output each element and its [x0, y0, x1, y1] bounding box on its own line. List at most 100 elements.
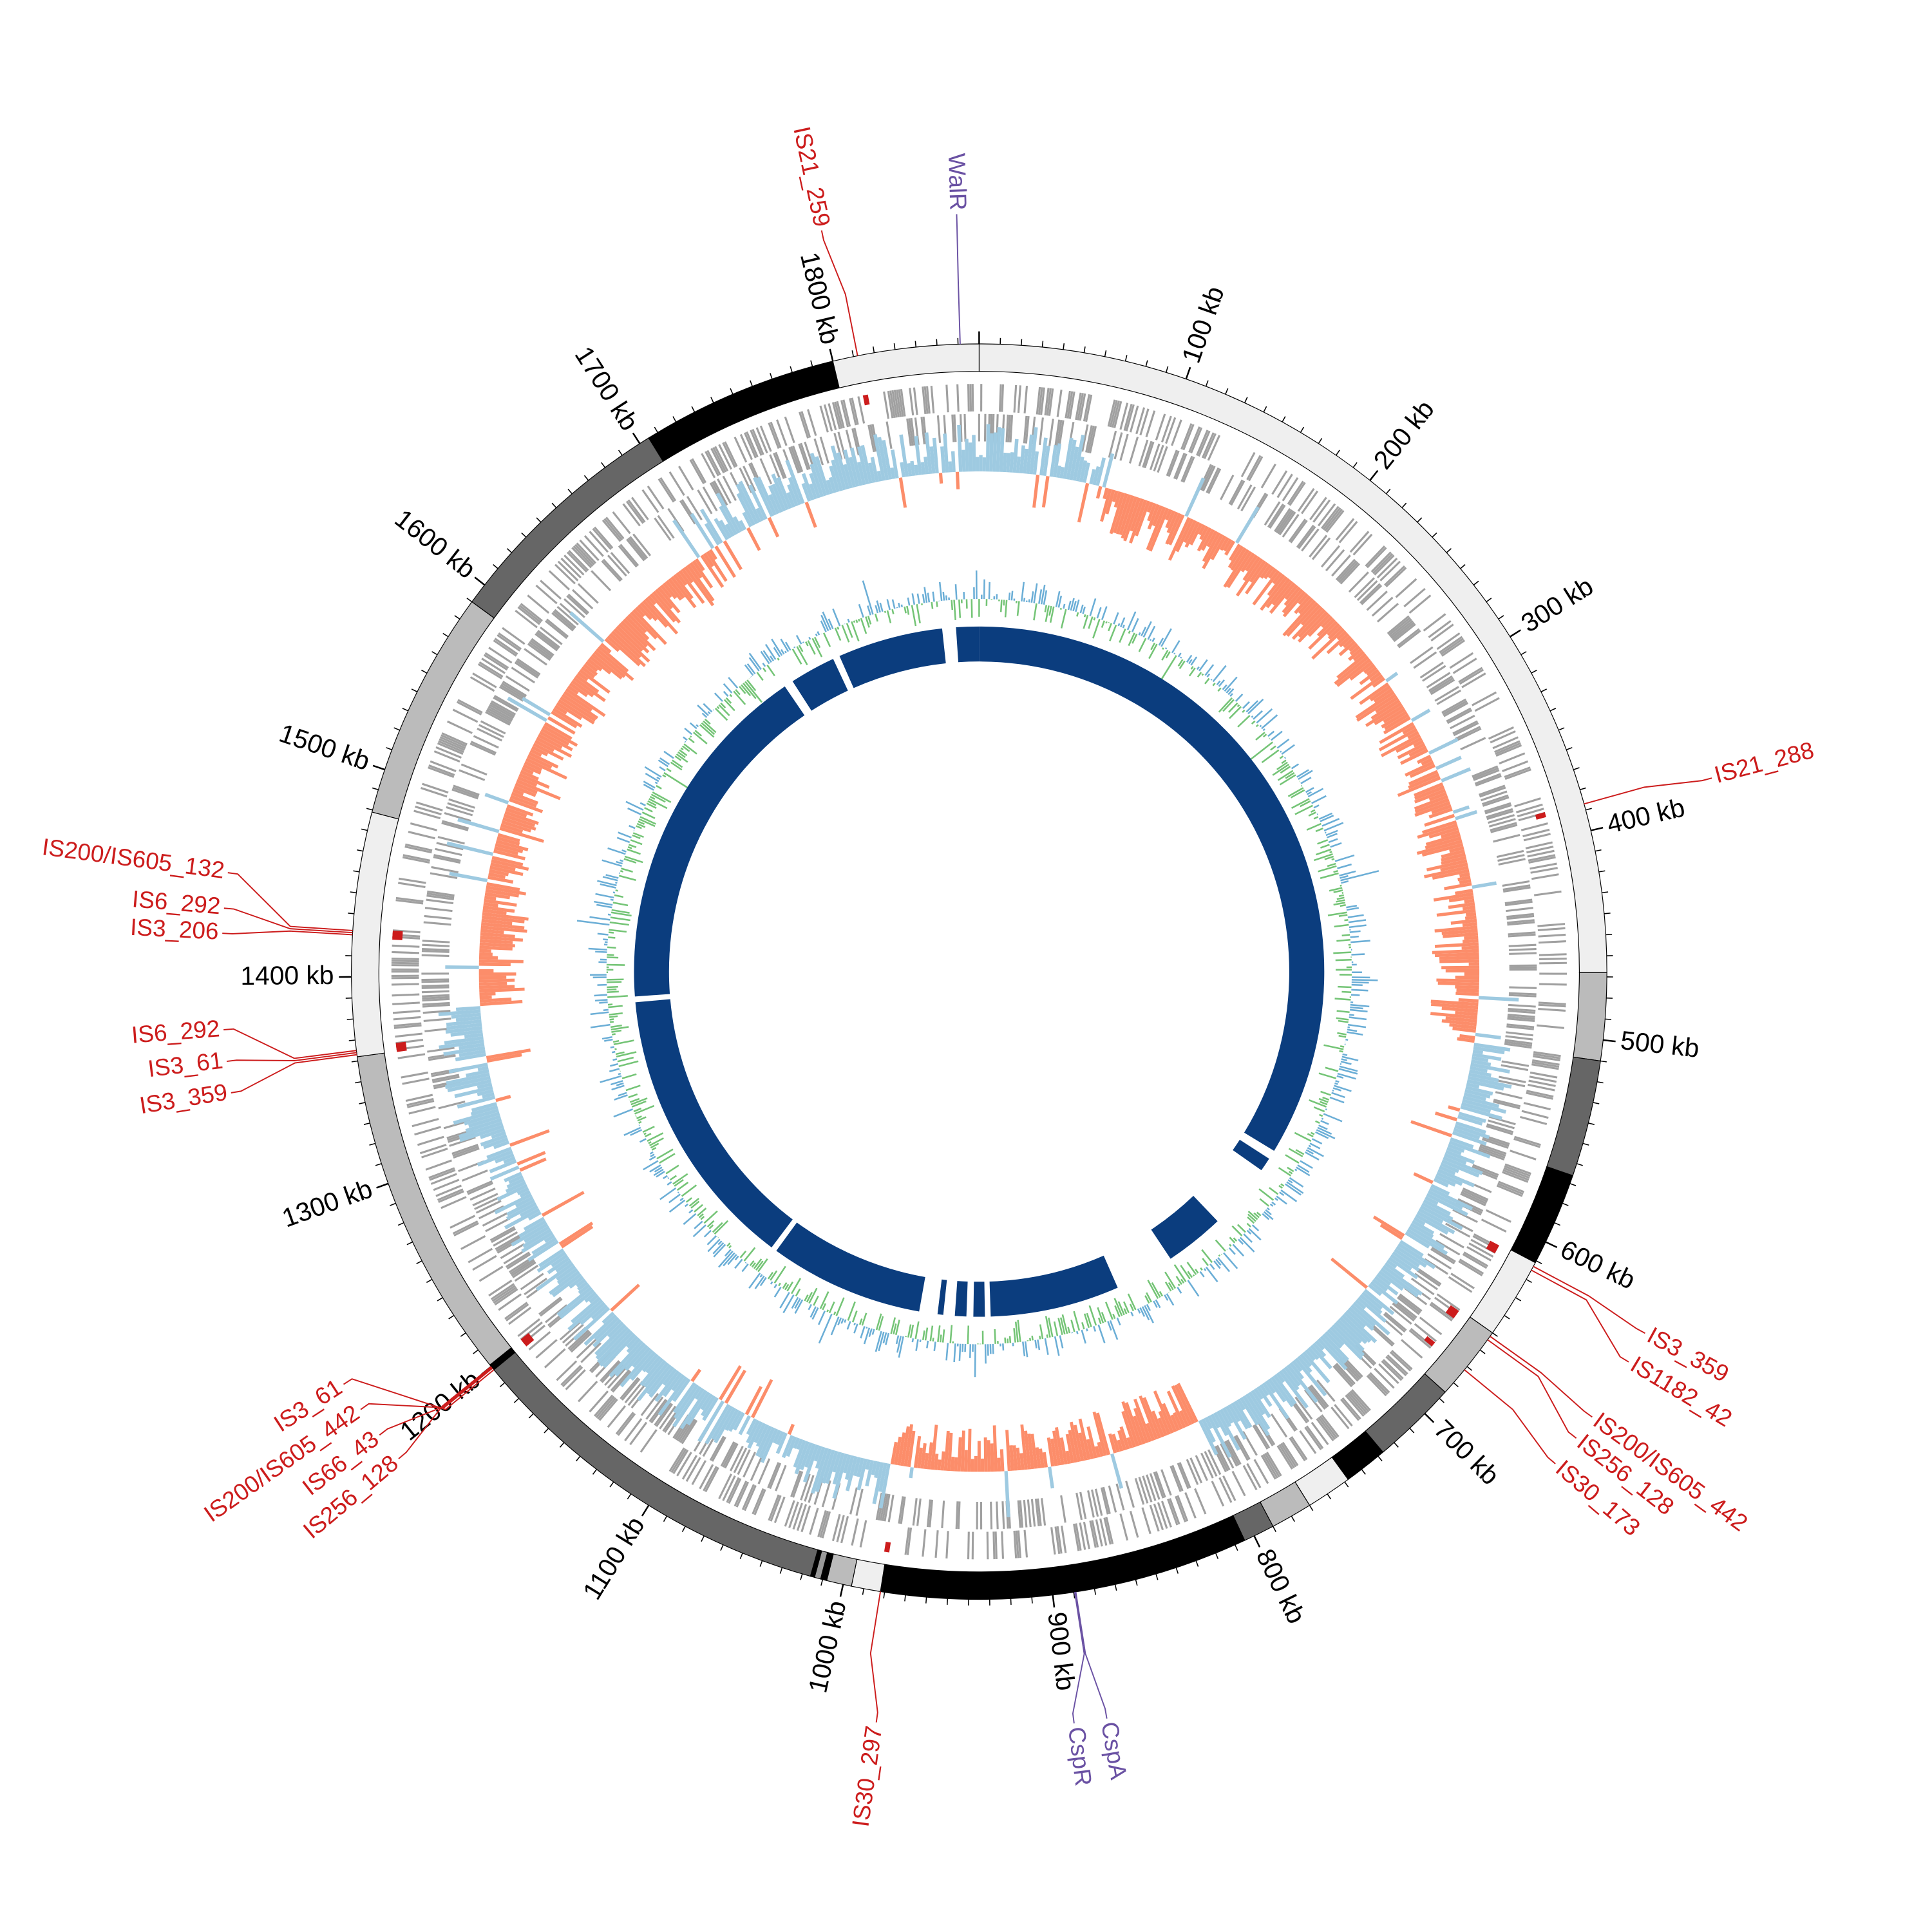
gc-content-mark — [1339, 1050, 1343, 1053]
gene-mark — [1463, 1188, 1489, 1201]
gene-mark — [482, 1212, 508, 1227]
gc-content-mark — [656, 1148, 674, 1160]
gene-mark — [1393, 623, 1416, 642]
gc-skew-positive-bar — [860, 444, 873, 484]
gc-skew-positive-bar — [519, 1189, 531, 1198]
gene-mark — [1206, 467, 1220, 493]
gc-content-mark — [1341, 1058, 1348, 1061]
gc-skew-negative-bar — [804, 501, 817, 528]
gene-mark — [1494, 740, 1520, 753]
gc-skew-positive-bar — [1327, 1328, 1345, 1347]
gene-mark — [540, 580, 562, 600]
gene-mark — [1054, 1526, 1061, 1555]
gene-mark — [527, 594, 550, 614]
gene-mark — [925, 386, 931, 414]
minor-tick — [466, 598, 473, 603]
gene-mark — [509, 1258, 535, 1275]
gene-mark — [601, 519, 621, 542]
gene-mark — [906, 418, 912, 446]
gc-skew-negative-bar — [1103, 488, 1109, 500]
gc-content-mark — [659, 1187, 677, 1200]
gc-skew-positive-bar — [518, 1220, 547, 1238]
gc-content-mark — [1150, 642, 1156, 650]
gc-skew-negative-bar — [1019, 1453, 1025, 1470]
gc-skew-positive-bar — [671, 1374, 685, 1392]
gc-skew-positive-bar — [1473, 1046, 1505, 1055]
gene-mark — [1100, 1487, 1109, 1515]
minor-tick — [1588, 1122, 1595, 1125]
major-tick — [1603, 1039, 1616, 1043]
gc-content-mark — [649, 1151, 654, 1155]
minor-tick — [355, 1081, 361, 1084]
minor-tick — [730, 388, 734, 395]
gc-skew-positive-bar — [771, 473, 790, 511]
gene-mark — [453, 784, 480, 796]
gene-mark — [431, 866, 459, 873]
gc-skew-negative-bar — [1119, 1426, 1130, 1450]
gene-mark — [1539, 953, 1567, 956]
gene-mark — [1389, 1305, 1412, 1325]
minor-tick — [350, 891, 357, 894]
minor-tick — [672, 416, 677, 422]
gc-skew-negative-bar — [1311, 627, 1345, 660]
minor-tick — [1595, 849, 1602, 852]
gene-mark — [461, 1170, 488, 1182]
gc-skew-positive-bar — [1026, 434, 1034, 474]
gene-mark — [1190, 427, 1203, 454]
gc-skew-negative-bar — [1448, 902, 1475, 909]
gc-content-mark — [1280, 1183, 1285, 1187]
gc-skew-positive-bar — [802, 1444, 819, 1483]
gene-mark — [936, 415, 942, 443]
gene-mark — [1208, 1449, 1222, 1475]
gc-skew-positive-bar — [1227, 1403, 1241, 1423]
gc-skew-positive-bar — [1452, 1131, 1487, 1146]
gene-mark — [701, 453, 716, 478]
gc-content-mark — [1322, 1096, 1330, 1101]
gc-content-mark — [1209, 1263, 1215, 1270]
gc-content-mark — [649, 1164, 661, 1173]
gene-mark — [1007, 414, 1011, 442]
gene-mark — [1403, 587, 1426, 608]
gc-skew-negative-bar — [1146, 1423, 1155, 1441]
gene-mark — [1389, 1351, 1412, 1372]
minor-tick — [493, 564, 498, 569]
gc-skew-positive-bar — [632, 1347, 651, 1368]
gc-skew-positive-bar — [715, 492, 741, 534]
gc-skew-negative-bar — [1464, 898, 1475, 904]
minor-tick — [1531, 669, 1537, 674]
gene-mark — [439, 736, 466, 750]
gene-mark — [1200, 464, 1214, 491]
gc-skew-positive-bar — [1039, 437, 1048, 476]
gc-skew-positive-bar — [1434, 1175, 1456, 1187]
gene-mark — [1504, 768, 1531, 780]
gc-content-mark — [1334, 923, 1349, 928]
gc-skew-positive-bar — [821, 1449, 835, 1484]
gene-mark — [1253, 1459, 1269, 1484]
gc-content-mark — [1101, 1312, 1106, 1323]
gc-skew-positive-bar — [504, 1171, 522, 1182]
gc-skew-positive-bar — [775, 1432, 788, 1454]
gc-content-mark — [1261, 749, 1280, 764]
minor-tick — [1282, 416, 1286, 422]
gc-content-mark — [652, 791, 672, 803]
gc-skew-positive-bar — [1052, 443, 1062, 478]
gene-mark — [545, 620, 568, 639]
gc-content-mark — [861, 1312, 867, 1326]
gene-mark — [1309, 1385, 1328, 1409]
annotation-leader-line — [1533, 1265, 1645, 1334]
gene-mark — [1321, 506, 1340, 529]
gene-mark — [790, 1470, 802, 1497]
gene-mark — [916, 1498, 922, 1526]
gene-mark — [1502, 1171, 1529, 1183]
gene-mark — [796, 1504, 808, 1531]
gc-content-mark — [1237, 715, 1251, 728]
tick-label: 500 kb — [1619, 1025, 1701, 1063]
minor-tick — [1361, 1469, 1366, 1475]
gene-mark — [929, 1499, 934, 1528]
gene-mark — [1455, 726, 1481, 740]
gene-mark — [459, 769, 486, 781]
gene-mark — [1338, 562, 1359, 583]
gc-content-mark — [1096, 607, 1102, 619]
gc-skew-positive-bar — [1032, 451, 1039, 475]
